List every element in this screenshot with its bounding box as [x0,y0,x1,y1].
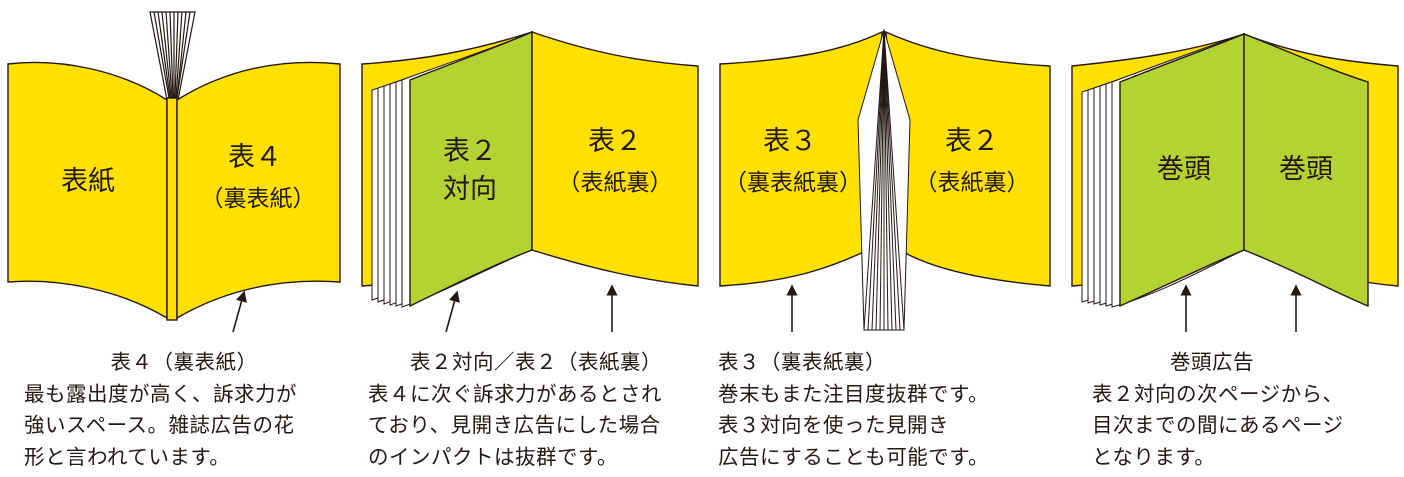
label-back-line2: （裏表紙） [201,186,316,212]
caption-line: 巻末もまた注目度抜群です。 [718,381,989,406]
caption-line: となります。 [1092,444,1216,469]
panel-3-caption: 表３（裏表紙裏） 巻末もまた注目度抜群です。 表３対向を使った見開き 広告にする… [718,347,1038,473]
panel-1-page-fan [149,11,196,101]
label-left-line1: 表３ [763,126,817,157]
arrow-panel-1 [232,290,247,333]
label-right-line1: 表２ [945,126,999,157]
caption-line: のインパクトは抜群です。 [368,444,618,469]
panel-3-left-page [719,30,883,287]
panel-2-facing-page [409,30,533,308]
label-right-line2: （表紙裏） [915,170,1030,196]
caption-line: 目次までの間にあるページ [1092,413,1344,437]
panel-3-page-fan [857,28,911,331]
panel-2-right-page [531,31,699,287]
caption-heading: 表４（裏表紙） [110,350,258,374]
caption-line: 広告にすることも可能です。 [718,444,990,469]
caption-line: 最も露出度が高く、訴求力が [24,381,297,406]
caption-line: 形と言われています。 [24,444,231,469]
panel-2-illustration: 表２ 対向 表２ （表紙裏） [361,30,699,333]
spine [166,97,178,321]
panel-2-caption: 表２対向／表２（表紙裏） 表４に次ぐ訴求力があるとされ ており、見開き広告にした… [368,347,704,473]
label-right: 巻頭 [1279,154,1333,185]
caption-line: 表３対向を使った見開き [718,413,949,437]
label-left: 巻頭 [1157,154,1211,185]
panel-4-caption: 巻頭広告 表２対向の次ページから、 目次までの間にあるページ となります。 [1092,347,1392,473]
panel-1-caption: 表４（裏表紙） 最も露出度が高く、訴求力が 強いスペース。雑誌広告の花 形と言わ… [24,347,344,473]
caption-line: 強いスペース。雑誌広告の花 [24,413,295,437]
label-back-line1: 表４ [228,142,282,173]
caption-heading: 表２対向／表２（表紙裏） [410,350,662,374]
label-right-line1: 表２ [588,126,642,157]
back-cover [176,61,341,320]
label-cover: 表紙 [61,166,115,197]
caption-heading: 巻頭広告 [1170,350,1254,374]
arrow-panel-2-left [445,290,460,333]
panel-3-illustration: 表３ （裏表紙裏） 表２ （表紙裏） [719,28,1051,332]
panel-4-illustration: 巻頭 巻頭 [1071,32,1399,332]
book-diagram: 表紙 表４ （裏表紙） 表２ 対向 表２ （表紙裏） [7,11,1399,333]
label-left-line1: 表２ [443,136,497,167]
caption-line: 表２対向の次ページから、 [1092,381,1344,406]
caption-line: 表４に次ぐ訴求力があるとされ [368,381,662,406]
panel-3-right-page [885,30,1051,287]
panel-1-illustration: 表紙 表４ （裏表紙） [7,11,341,333]
caption-line: ており、見開き広告にした場合 [368,413,661,437]
label-left-line2: （裏表紙裏） [724,170,862,196]
label-right-line2: （表紙裏） [558,170,673,196]
label-left-line2: 対向 [443,174,497,205]
panel-4-right-page [1243,32,1369,308]
caption-heading: 表３（裏表紙裏） [718,350,886,374]
